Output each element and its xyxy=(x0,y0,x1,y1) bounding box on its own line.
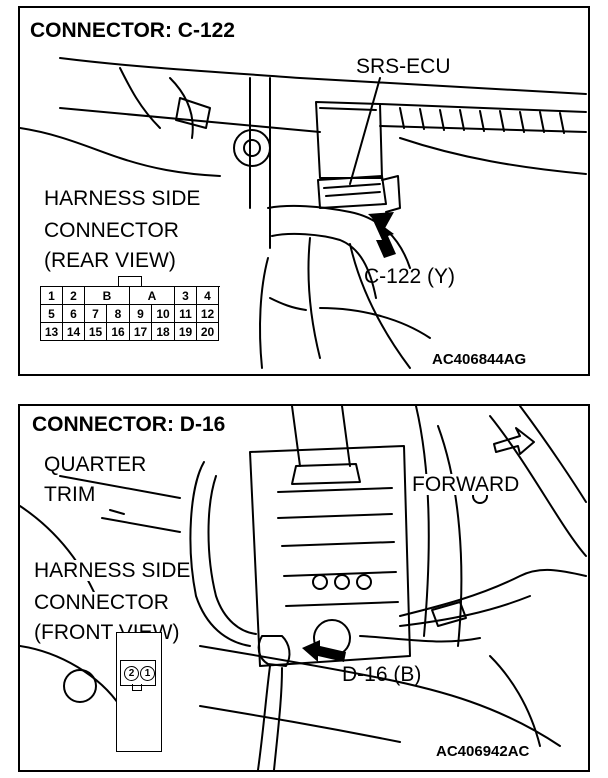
connector-label: CONNECTOR xyxy=(34,591,169,614)
pin-cell: 13 xyxy=(41,323,63,341)
connector-arrow xyxy=(368,212,396,258)
pin-cell: 12 xyxy=(197,305,219,323)
connector-pin-grid: 1 2 B A 3 4 5 6 7 8 9 10 11 12 13 14 15 … xyxy=(40,286,220,341)
figure-code: AC406942AC xyxy=(436,743,530,760)
pin-row-3: 13 14 15 16 17 18 19 20 xyxy=(40,323,220,341)
srs-ecu-line-drawing xyxy=(20,57,587,369)
pin-cell: 8 xyxy=(107,305,130,323)
quarter-trim-label: QUARTER xyxy=(44,453,147,476)
connector-arrow xyxy=(302,640,346,662)
pin-cell: 16 xyxy=(107,323,130,341)
pin-row-1: 1 2 B A 3 4 xyxy=(40,286,220,305)
pin-cell: 17 xyxy=(130,323,152,341)
pin-cell: 10 xyxy=(152,305,175,323)
connector-label: CONNECTOR xyxy=(44,219,179,242)
pin-cell: 2 xyxy=(63,287,85,305)
pin-cell: 19 xyxy=(175,323,197,341)
pin-cell: 5 xyxy=(41,305,63,323)
connector-pins: 2 1 xyxy=(124,666,156,681)
quarter-trim-label-2: TRIM xyxy=(44,483,96,506)
view-label: (REAR VIEW) xyxy=(44,249,176,272)
pin-cell: 15 xyxy=(85,323,107,341)
pin-cell: 3 xyxy=(175,287,197,305)
pin-cell: 2 xyxy=(124,666,139,681)
connector-callout-label: C-122 (Y) xyxy=(364,265,456,288)
top-connector-panel: CONNECTOR: C-122 SRS-ECU HARNESS SIDE CO… xyxy=(18,6,590,376)
pin-cell: 11 xyxy=(175,305,197,323)
figure-code: AC406844AG xyxy=(432,351,527,368)
harness-side-label: HARNESS SIDE xyxy=(44,187,201,210)
harness-side-label: HARNESS SIDE xyxy=(34,559,191,582)
connector-latch xyxy=(118,276,142,287)
pin-cell: 7 xyxy=(85,305,107,323)
pin-cell: 20 xyxy=(197,323,219,341)
srs-ecu-label: SRS-ECU xyxy=(356,55,451,78)
pin-cell: 1 xyxy=(41,287,63,305)
connector-callout-label: D-16 (B) xyxy=(342,663,422,686)
connector-housing xyxy=(120,660,156,686)
pin-cell: 9 xyxy=(130,305,152,323)
pin-cell: 4 xyxy=(197,287,219,305)
pin-cell: 6 xyxy=(63,305,85,323)
pin-cell: 1 xyxy=(140,666,155,681)
page-title: CONNECTOR: C-122 xyxy=(28,19,237,42)
pin-cell: B xyxy=(85,287,130,305)
pin-cell: 18 xyxy=(152,323,175,341)
bottom-connector-panel: CONNECTOR: D-16 QUARTER TRIM FORWARD HAR… xyxy=(18,404,590,772)
forward-label: FORWARD xyxy=(412,473,520,496)
connector-latch xyxy=(132,684,142,691)
pin-cell: 14 xyxy=(63,323,85,341)
connector-face-outline xyxy=(116,632,162,752)
pin-cell: A xyxy=(130,287,175,305)
pin-row-2: 5 6 7 8 9 10 11 12 xyxy=(40,305,220,323)
seat-belt-line-drawing xyxy=(20,406,587,770)
page-title: CONNECTOR: D-16 xyxy=(30,413,228,436)
